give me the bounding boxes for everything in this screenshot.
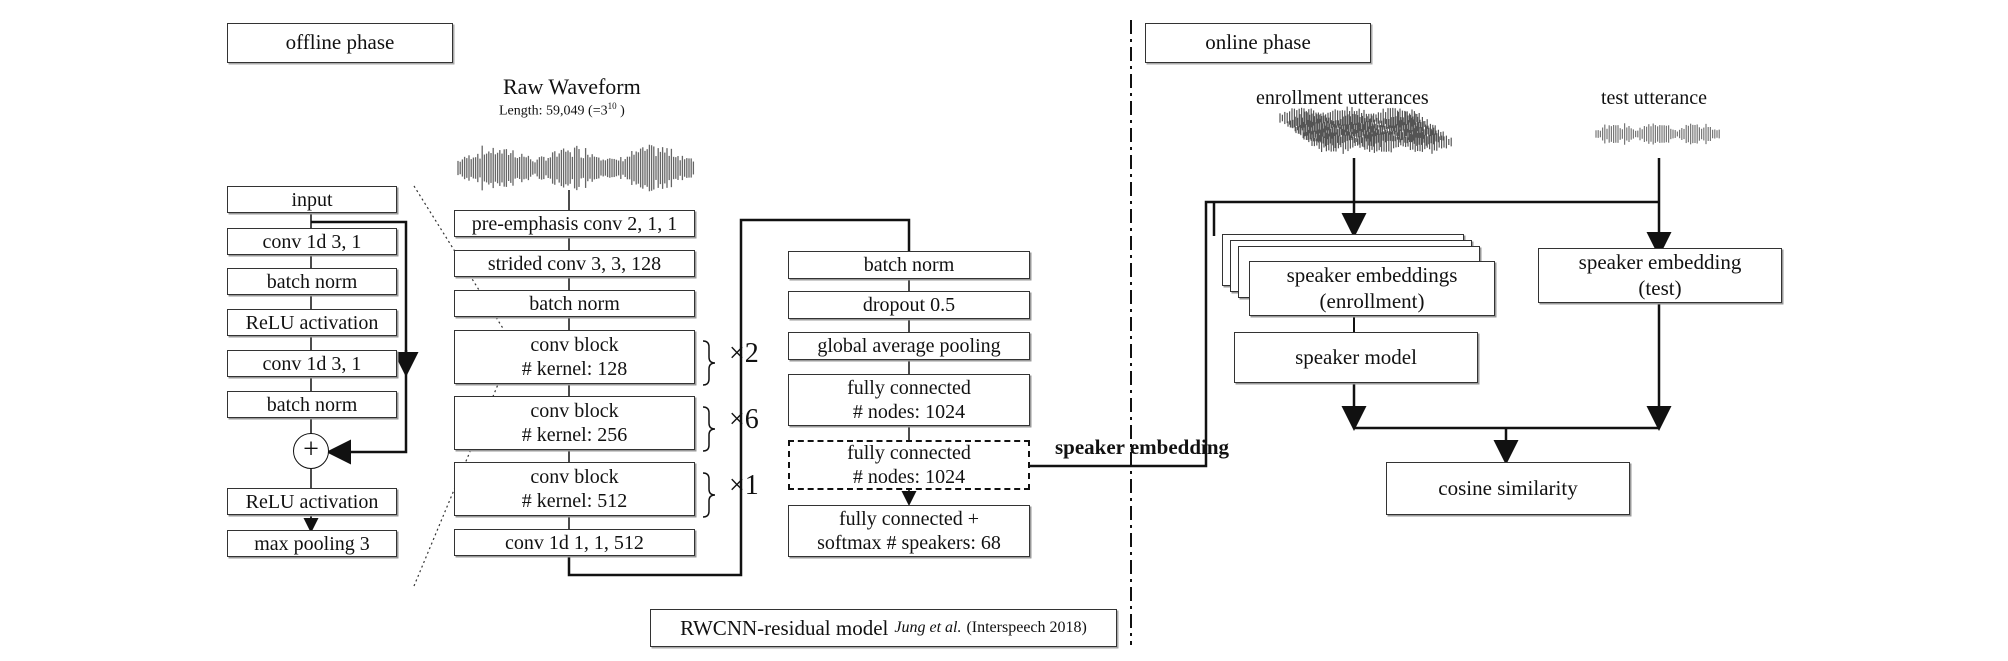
raw-waveform-title: Raw Waveform [503, 74, 641, 99]
model-caption: RWCNN-residual model Jung et al. (Inters… [650, 609, 1117, 647]
sum-symbol: + [303, 433, 319, 465]
pre-emphasis-conv: pre-emphasis conv 2, 1, 1 [454, 210, 695, 237]
strided-conv-text: strided conv 3, 3, 128 [487, 252, 662, 275]
fully-connected-1: fully connected# nodes: 1024 [788, 374, 1030, 426]
fc2-l2: # nodes: 1024 [852, 466, 966, 488]
dropout-text: dropout 0.5 [862, 294, 956, 316]
speaker-model: speaker model [1234, 332, 1478, 383]
res-maxpool-text: max pooling 3 [254, 532, 370, 555]
conv-block-256-l1: conv block [530, 400, 619, 422]
caption-venue: (Interspeech 2018) [966, 619, 1087, 636]
conv-block-512: conv block# kernel: 512 [454, 462, 695, 516]
offline-phase-text: offline phase [285, 30, 395, 55]
res-input: input [227, 186, 397, 213]
res-conv1: conv 1d 3, 1 [227, 228, 397, 255]
test-emb-l2: (test) [1638, 275, 1682, 300]
conv-1d-last: conv 1d 1, 1, 512 [454, 529, 695, 556]
fc1-l2: # nodes: 1024 [852, 401, 966, 423]
conv-1d-last-text: conv 1d 1, 1, 512 [505, 531, 644, 554]
enroll-emb-l2: (enrollment) [1319, 288, 1425, 313]
length-suffix: ) [616, 103, 625, 119]
res-bn2-text: batch norm [266, 393, 358, 416]
res-bn1-text: batch norm [266, 270, 358, 293]
conv-block-128-l1: conv block [530, 334, 619, 356]
length-exponent: 10 [607, 101, 617, 111]
res-conv2: conv 1d 3, 1 [227, 350, 397, 377]
enrollment-waveforms [1279, 106, 1452, 154]
raw-waveform-length: Length: 59,049 (=310 ) [499, 101, 625, 120]
strided-conv: strided conv 3, 3, 128 [454, 250, 695, 277]
fc1-l1: fully connected [847, 377, 971, 399]
caption-authors: Jung et al. [894, 619, 962, 636]
res-conv2-text: conv 1d 3, 1 [262, 352, 362, 375]
online-phase-label: online phase [1145, 23, 1371, 63]
head-batch-norm-text: batch norm [863, 254, 955, 276]
embedding-out [1030, 200, 1659, 468]
repeat-x6: ×6 [729, 404, 759, 435]
offline-phase-label: offline phase [227, 23, 453, 63]
brace-1 [702, 340, 716, 386]
fully-connected-softmax: fully connected +softmax # speakers: 68 [788, 505, 1030, 557]
res-maxpool: max pooling 3 [227, 530, 397, 557]
conv-block-512-l1: conv block [530, 466, 619, 488]
conv-block-256: conv block# kernel: 256 [454, 396, 695, 450]
res-relu1-text: ReLU activation [245, 311, 379, 334]
global-average-pooling: global average pooling [788, 332, 1030, 360]
res-relu1: ReLU activation [227, 309, 397, 336]
brace-3 [702, 472, 716, 518]
pre-emphasis-text: pre-emphasis conv 2, 1, 1 [471, 212, 678, 235]
res-bn2: batch norm [227, 391, 397, 418]
repeat-x2: ×2 [729, 338, 759, 369]
repeat-x1: ×1 [729, 470, 759, 501]
enrollment-utterances-label: enrollment utterances [1256, 87, 1429, 109]
brace-2 [702, 406, 716, 452]
conv-block-128: conv block# kernel: 128 [454, 330, 695, 384]
res-conv1-text: conv 1d 3, 1 [262, 230, 362, 253]
res-input-text: input [291, 188, 333, 211]
enroll-emb-l1: speaker embeddings [1286, 263, 1458, 288]
caption-model: RWCNN-residual model [680, 615, 889, 640]
speaker-embedding-label: speaker embedding [1055, 435, 1230, 459]
res-relu2: ReLU activation [227, 488, 397, 515]
conv-block-128-l2: # kernel: 128 [521, 358, 628, 380]
dropout: dropout 0.5 [788, 291, 1030, 319]
speaker-model-text: speaker model [1295, 344, 1417, 369]
main-batch-norm: batch norm [454, 290, 695, 317]
test-utterance-label: test utterance [1601, 87, 1708, 109]
sum-node: + [293, 433, 329, 469]
fully-connected-embedding: fully connected# nodes: 1024 [788, 440, 1030, 490]
cosine-text: cosine similarity [1438, 475, 1578, 500]
res-skip [311, 220, 408, 465]
test-embedding: speaker embedding(test) [1538, 248, 1782, 303]
main-batch-norm-text: batch norm [529, 292, 620, 315]
enrollment-embeddings: speaker embeddings(enrollment) [1249, 261, 1495, 316]
main-to-head [567, 218, 911, 577]
conv-block-256-l2: # kernel: 256 [521, 424, 628, 446]
online-phase-text: online phase [1205, 30, 1311, 55]
gap-text: global average pooling [817, 335, 1001, 357]
test-waveform [1595, 123, 1720, 145]
fc3-l1: fully connected + [838, 508, 980, 530]
length-prefix: Length: 59,049 (=3 [499, 103, 608, 119]
test-emb-l1: speaker embedding [1578, 250, 1742, 275]
conv-block-512-l2: # kernel: 512 [521, 490, 628, 512]
cosine-similarity: cosine similarity [1386, 462, 1630, 515]
fc3-l2: softmax # speakers: 68 [817, 532, 1001, 554]
fc2-l1: fully connected [847, 442, 971, 464]
res-bn1: batch norm [227, 268, 397, 295]
head-batch-norm: batch norm [788, 251, 1030, 279]
raw-waveform [457, 144, 695, 192]
res-relu2-text: ReLU activation [245, 490, 379, 513]
